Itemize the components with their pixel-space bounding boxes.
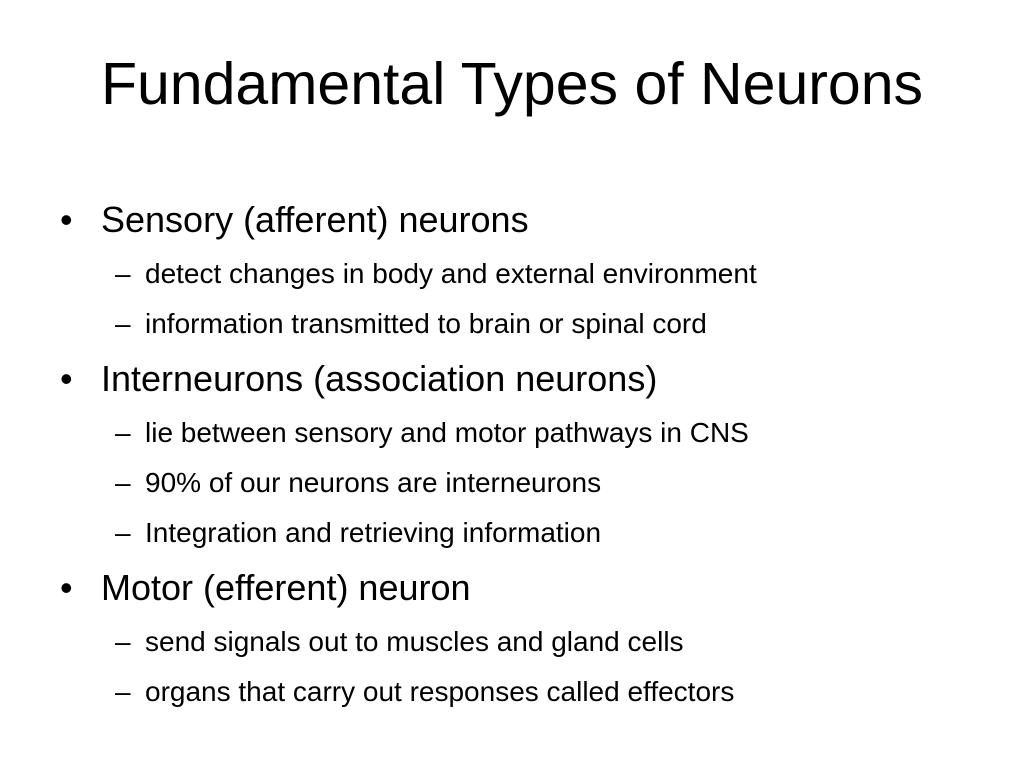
bullet-marker: • <box>60 567 73 608</box>
sub-bullet: – organs that carry out responses called… <box>0 667 1024 717</box>
bullet-motor-neuron: • Motor (efferent) neuron <box>0 558 1024 617</box>
sub-bullet-marker: – <box>115 517 131 548</box>
bullet-text: Sensory (afferent) neurons <box>101 199 529 240</box>
bullet-text: Motor (efferent) neuron <box>101 567 471 608</box>
sub-bullet-text: information transmitted to brain or spin… <box>145 308 707 339</box>
bullet-marker: • <box>60 199 73 240</box>
sub-bullet-text: Integration and retrieving information <box>145 517 602 548</box>
sub-bullet-marker: – <box>115 258 131 289</box>
sub-bullet-text: detect changes in body and external envi… <box>145 258 757 289</box>
slide-content: • Sensory (afferent) neurons – detect ch… <box>0 190 1024 717</box>
sub-bullet-marker: – <box>115 417 131 448</box>
sub-bullet-text: organs that carry out responses called e… <box>145 676 735 707</box>
bullet-sensory-neurons: • Sensory (afferent) neurons <box>0 190 1024 249</box>
bullet-text: Interneurons (association neurons) <box>101 358 658 399</box>
sub-bullet-text: lie between sensory and motor pathways i… <box>145 417 749 448</box>
sub-bullet-marker: – <box>115 626 131 657</box>
sub-bullet: – information transmitted to brain or sp… <box>0 299 1024 349</box>
sub-bullet-text: 90% of our neurons are interneurons <box>145 467 602 498</box>
sub-bullet-marker: – <box>115 676 131 707</box>
sub-bullet: – send signals out to muscles and gland … <box>0 617 1024 667</box>
sub-bullet-marker: – <box>115 308 131 339</box>
sub-bullet: – detect changes in body and external en… <box>0 249 1024 299</box>
bullet-marker: • <box>60 358 73 399</box>
sub-bullet-marker: – <box>115 467 131 498</box>
sub-bullet: – lie between sensory and motor pathways… <box>0 408 1024 458</box>
sub-bullet-text: send signals out to muscles and gland ce… <box>145 626 684 657</box>
sub-bullet: – Integration and retrieving information <box>0 508 1024 558</box>
slide-title: Fundamental Types of Neurons <box>100 51 924 117</box>
sub-bullet: – 90% of our neurons are interneurons <box>0 458 1024 508</box>
bullet-interneurons: • Interneurons (association neurons) <box>0 349 1024 408</box>
